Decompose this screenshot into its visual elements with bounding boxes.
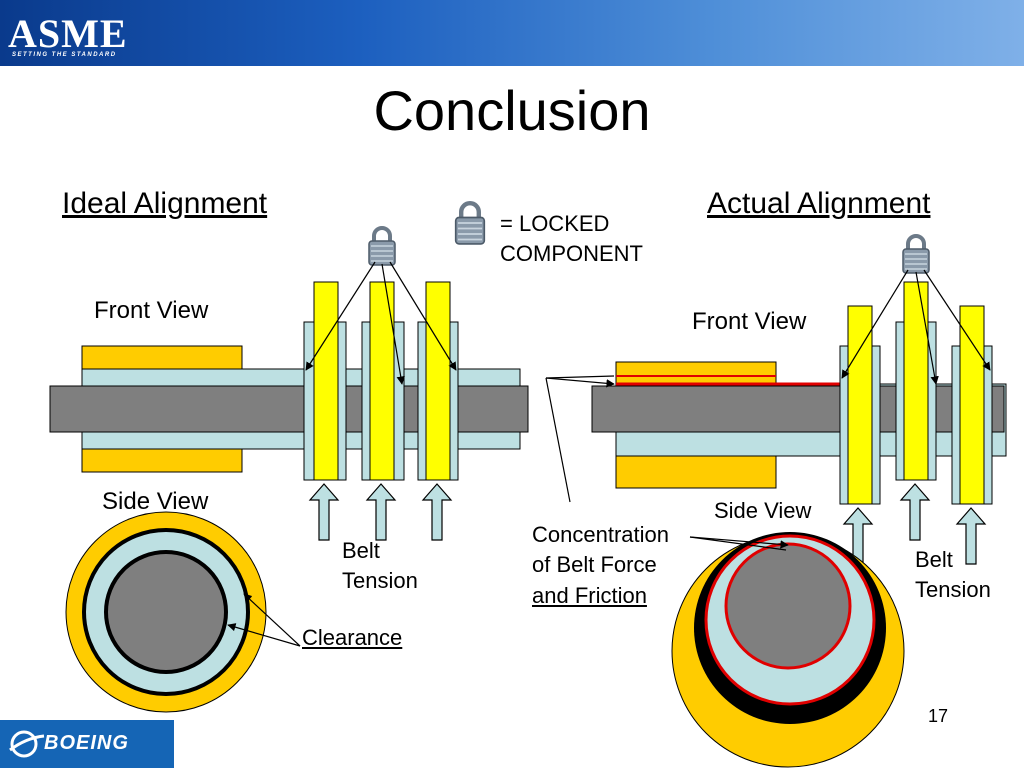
ideal-belt-label: Belt	[342, 538, 380, 563]
ideal-side-view-label: Side View	[102, 488, 209, 515]
boeing-logo: BOEING	[0, 720, 174, 768]
slide-title: Conclusion	[373, 79, 651, 142]
asme-logo-text: ASME	[8, 11, 128, 56]
concentration-label-line2: of Belt Force	[532, 552, 657, 577]
legend-padlock-icon	[456, 203, 485, 244]
actual-front-view-label: Front View	[692, 308, 807, 335]
legend-label-line2: COMPONENT	[500, 241, 643, 266]
actual-side-view-label: Side View	[714, 498, 812, 523]
concentration-label-line1: Concentration	[532, 522, 669, 547]
actual-tension-label: Tension	[915, 577, 991, 602]
asme-logo-tagline: SETTING THE STANDARD	[12, 52, 117, 58]
actual-belt-label: Belt	[915, 547, 953, 572]
concentration-label-line3: and Friction	[532, 583, 647, 608]
header-banner: ASME SETTING THE STANDARD	[0, 0, 1024, 66]
ideal-front-view	[49, 226, 529, 541]
ideal-alignment-heading: Ideal Alignment	[62, 187, 268, 220]
ideal-side-view	[65, 511, 301, 713]
clearance-label: Clearance	[302, 625, 403, 650]
actual-front-view	[545, 234, 1007, 565]
boeing-symbol-icon	[9, 730, 45, 758]
actual-alignment-heading: Actual Alignment	[707, 187, 931, 220]
boeing-logo-text: BOEING	[44, 732, 129, 754]
actual-side-view	[671, 532, 905, 768]
ideal-front-view-label: Front View	[94, 297, 209, 324]
page-number: 17	[928, 706, 949, 726]
legend-label-line1: = LOCKED	[500, 211, 610, 236]
asme-logo: ASME SETTING THE STANDARD	[8, 4, 128, 62]
ideal-tension-label: Tension	[342, 568, 418, 593]
